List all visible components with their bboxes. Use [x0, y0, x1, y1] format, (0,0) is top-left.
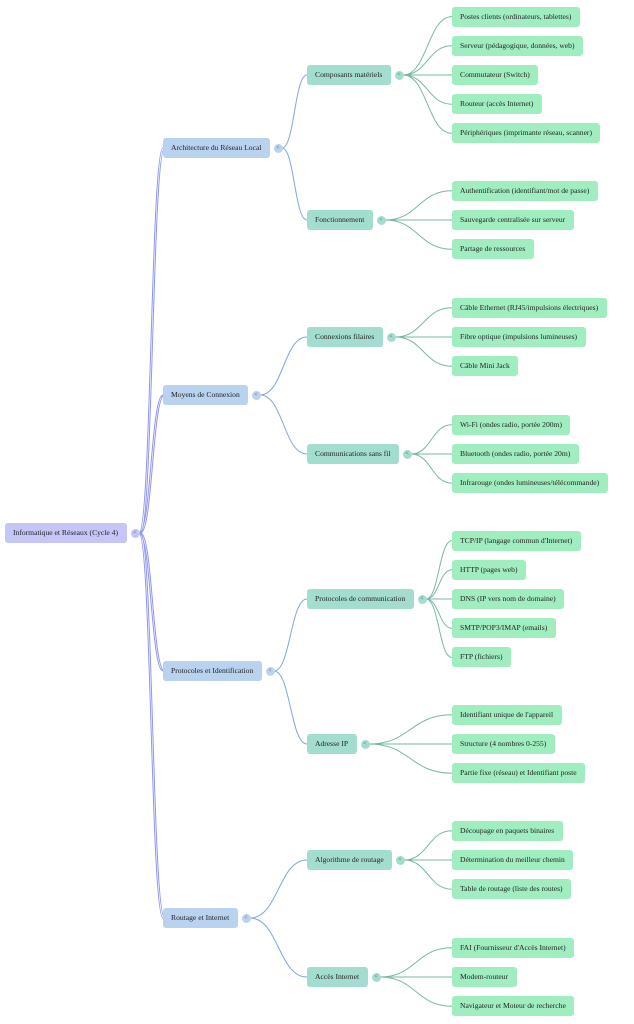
- branch-moyens-de-connexion[interactable]: Moyens de Connexion: [163, 385, 248, 405]
- link-topic-to-leaf: [402, 16, 453, 76]
- topic-collapse-toggle[interactable]: <: [402, 449, 412, 459]
- branch-protocoles-et-identification[interactable]: Protocoles et Identification: [163, 661, 262, 681]
- leaf-authentification-identifiant-mot-de-passe[interactable]: Authentification (identifiant/mot de pas…: [452, 180, 598, 201]
- leaf-wi-fi-ondes-radio-portee-200m[interactable]: Wi-Fi (ondes radio, portée 200m): [452, 414, 570, 435]
- topic-connexions-filaires[interactable]: Connexions filaires: [307, 327, 383, 347]
- branch-architecture-du-reseau-local[interactable]: Architecture du Réseau Local: [163, 138, 270, 158]
- leaf-dns-ip-vers-nom-de-domaine[interactable]: DNS (IP vers nom de domaine): [452, 589, 564, 609]
- leaf-partage-de-ressources[interactable]: Partage de ressources: [452, 239, 534, 260]
- leaf-determination-du-meilleur-chemin[interactable]: Détermination du meilleur chemin: [452, 850, 573, 870]
- topic-collapse-toggle[interactable]: <: [360, 739, 370, 749]
- link-branch-to-topic: [259, 336, 308, 396]
- link-branch-to-topic: [281, 147, 308, 221]
- leaf-structure-4-nombres-0-255[interactable]: Structure (4 nombres 0-255): [452, 734, 555, 754]
- link-topic-to-leaf: [425, 540, 453, 600]
- link-branch-to-topic: [281, 74, 308, 149]
- link-root-to-branch: [138, 394, 164, 534]
- link-topic-to-leaf: [410, 453, 453, 484]
- link-topic-to-leaf: [368, 714, 453, 745]
- link-branch-to-topic: [249, 917, 308, 978]
- link-root-to-branch: [140, 532, 166, 919]
- link-topic-to-leaf: [410, 424, 453, 455]
- branch-routage-et-internet[interactable]: Routage et Internet: [163, 908, 238, 928]
- link-topic-to-leaf: [368, 743, 453, 774]
- leaf-infrarouge-ondes-lumineuses-telecommande[interactable]: Infrarouge (ondes lumineuses/télécommand…: [452, 473, 608, 494]
- link-topic-to-leaf: [403, 859, 453, 890]
- link-topic-to-leaf: [402, 74, 453, 105]
- leaf-commutateur-switch[interactable]: Commutateur (Switch): [452, 65, 538, 85]
- leaf-cable-mini-jack[interactable]: Câble Mini Jack: [452, 356, 518, 377]
- link-topic-to-leaf: [394, 336, 453, 367]
- leaf-identifiant-unique-de-l-appareil[interactable]: Identifiant unique de l'appareil: [452, 704, 562, 725]
- link-root-to-branch: [138, 532, 164, 919]
- leaf-fai-fournisseur-d-acces-internet[interactable]: FAI (Fournisseur d'Accès Internet): [452, 937, 574, 958]
- leaf-smtp-pop3-imap-emails[interactable]: SMTP/POP3/IMAP (emails): [452, 618, 556, 639]
- topic-fonctionnement[interactable]: Fonctionnement: [307, 210, 373, 230]
- topic-collapse-toggle[interactable]: <: [394, 70, 404, 80]
- link-topic-to-leaf: [379, 976, 453, 1007]
- branch-collapse-toggle[interactable]: <: [251, 390, 261, 400]
- leaf-bluetooth-ondes-radio-portee-20m[interactable]: Bluetooth (ondes radio, portée 20m): [452, 444, 579, 464]
- link-branch-to-topic: [249, 859, 308, 919]
- branch-collapse-toggle[interactable]: <: [265, 666, 275, 676]
- branch-collapse-toggle[interactable]: <: [273, 143, 283, 153]
- topic-acces-internet[interactable]: Accès Internet: [307, 967, 368, 987]
- link-topic-to-leaf: [379, 947, 453, 978]
- leaf-navigateur-et-moteur-de-recherche[interactable]: Navigateur et Moteur de recherche: [452, 996, 574, 1017]
- topic-adresse-ip[interactable]: Adresse IP: [307, 734, 357, 754]
- leaf-decoupage-en-paquets-binaires[interactable]: Découpage en paquets binaires: [452, 820, 563, 841]
- branch-collapse-toggle[interactable]: <: [241, 913, 251, 923]
- link-root-to-branch: [140, 147, 166, 534]
- topic-collapse-toggle[interactable]: <: [386, 332, 396, 342]
- topic-composants-materiels[interactable]: Composants matériels: [307, 65, 391, 85]
- root-collapse-toggle[interactable]: <: [130, 528, 140, 538]
- link-branch-to-topic: [259, 394, 308, 455]
- link-root-to-branch: [140, 394, 166, 534]
- link-topic-to-leaf: [425, 569, 453, 600]
- leaf-tcp-ip-langage-commun-d-internet[interactable]: TCP/IP (langage commun d'Internet): [452, 530, 581, 551]
- leaf-sauvegarde-centralisee-sur-serveur[interactable]: Sauvegarde centralisée sur serveur: [452, 210, 574, 230]
- leaf-routeur-acces-internet[interactable]: Routeur (accès Internet): [452, 94, 542, 115]
- leaf-postes-clients-ordinateurs-tablettes[interactable]: Postes clients (ordinateurs, tablettes): [452, 6, 580, 27]
- leaf-modem-routeur[interactable]: Modem-routeur: [452, 967, 517, 987]
- link-topic-to-leaf: [403, 830, 453, 861]
- link-root-to-branch: [138, 147, 164, 534]
- leaf-ftp-fichiers[interactable]: FTP (fichiers): [452, 647, 511, 668]
- topic-algorithme-de-routage[interactable]: Algorithme de routage: [307, 850, 392, 870]
- topic-collapse-toggle[interactable]: <: [417, 594, 427, 604]
- link-root-to-branch: [140, 532, 166, 672]
- leaf-fibre-optique-impulsions-lumineuses[interactable]: Fibre optique (impulsions lumineuses): [452, 327, 586, 347]
- leaf-table-de-routage-liste-des-routes[interactable]: Table de routage (liste des routes): [452, 879, 571, 900]
- link-topic-to-leaf: [402, 45, 453, 76]
- topic-collapse-toggle[interactable]: <: [376, 215, 386, 225]
- root-node[interactable]: Informatique et Réseaux (Cycle 4): [5, 523, 127, 543]
- leaf-serveur-pedagogique-donnees-web[interactable]: Serveur (pédagogique, données, web): [452, 35, 583, 56]
- link-topic-to-leaf: [425, 598, 453, 658]
- link-root-to-branch: [138, 532, 164, 672]
- leaf-http-pages-web[interactable]: HTTP (pages web): [452, 559, 526, 580]
- topic-collapse-toggle[interactable]: <: [395, 855, 405, 865]
- link-topic-to-leaf: [402, 74, 453, 134]
- leaf-cable-ethernet-rj45-impulsions-electriques[interactable]: Câble Ethernet (RJ45/impulsions électriq…: [452, 297, 607, 318]
- link-branch-to-topic: [273, 670, 308, 745]
- link-topic-to-leaf: [394, 307, 453, 338]
- link-topic-to-leaf: [384, 219, 453, 250]
- link-branch-to-topic: [273, 598, 308, 672]
- topic-collapse-toggle[interactable]: <: [371, 972, 381, 982]
- topic-communications-sans-fil[interactable]: Communications sans fil: [307, 444, 399, 464]
- leaf-peripheriques-imprimante-reseau-scanner[interactable]: Périphériques (imprimante réseau, scanne…: [452, 123, 600, 144]
- topic-protocoles-de-communication[interactable]: Protocoles de communication: [307, 589, 414, 609]
- link-topic-to-leaf: [384, 190, 453, 221]
- leaf-partie-fixe-reseau-et-identifiant-poste[interactable]: Partie fixe (réseau) et Identifiant post…: [452, 763, 585, 784]
- link-topic-to-leaf: [425, 598, 453, 629]
